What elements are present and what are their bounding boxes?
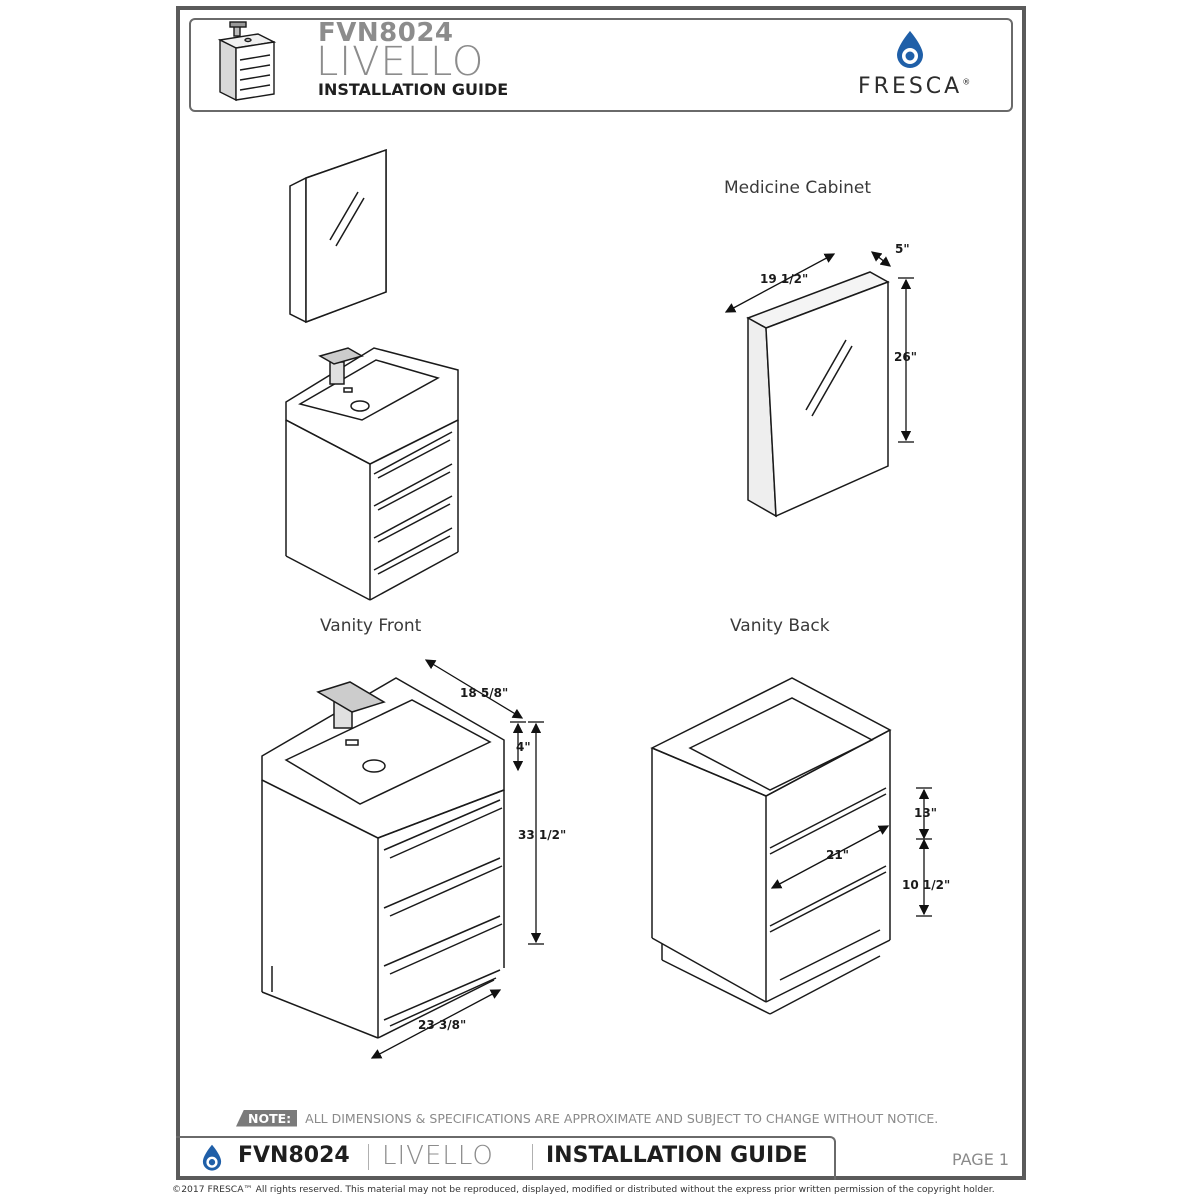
back-lower-height-dimension: 10 1/2" bbox=[902, 878, 951, 892]
fresca-drop-logo-icon bbox=[202, 1144, 222, 1171]
disclaimer-note: NOTE: ALL DIMENSIONS & SPECIFICATIONS AR… bbox=[236, 1108, 938, 1128]
footer-series-name: LIVELLO bbox=[382, 1141, 494, 1171]
cabinet-depth-dimension: 5" bbox=[895, 242, 910, 256]
vanity-thumbnail-icon bbox=[217, 21, 277, 102]
footer-model-number: FVN8024 bbox=[238, 1143, 350, 1168]
back-upper-height-dimension: 13" bbox=[914, 806, 937, 820]
header-box bbox=[189, 18, 1013, 112]
vanity-front-large-drawing bbox=[261, 677, 505, 1039]
cabinet-width-dimension: 19 1/2" bbox=[760, 272, 809, 286]
medicine-cabinet-drawing bbox=[746, 271, 890, 518]
back-opening-width-dimension: 21" bbox=[826, 848, 849, 862]
page-frame bbox=[176, 6, 1026, 1180]
vanity-back-label: Vanity Back bbox=[730, 616, 830, 636]
vanity-back-drawing bbox=[650, 677, 892, 1015]
header-model-number: FVN8024 bbox=[318, 18, 454, 48]
medicine-cabinet-dimension-lines bbox=[724, 251, 914, 443]
copyright-notice: ©2017 FRESCA™ All rights reserved. This … bbox=[172, 1184, 995, 1195]
medicine-cabinet-label: Medicine Cabinet bbox=[724, 178, 872, 198]
vanity-front-small-drawing bbox=[285, 347, 459, 601]
vanity-top-dimension: 4" bbox=[516, 740, 531, 754]
note-text: ALL DIMENSIONS & SPECIFICATIONS ARE APPR… bbox=[305, 1110, 939, 1126]
vanity-front-label: Vanity Front bbox=[320, 616, 422, 636]
fresca-drop-logo-icon bbox=[897, 31, 923, 68]
footer-divider bbox=[532, 1144, 533, 1170]
vanity-height-dimension: 33 1/2" bbox=[518, 828, 567, 842]
header-series-name: LIVELLO bbox=[316, 39, 485, 85]
note-tag: NOTE: bbox=[236, 1109, 298, 1127]
brand-name: FRESCA® bbox=[858, 74, 971, 99]
small-cabinet-drawing bbox=[289, 148, 387, 324]
footer-guide-title: INSTALLATION GUIDE bbox=[546, 1143, 808, 1168]
footer-divider bbox=[368, 1144, 369, 1170]
vanity-back-dimension-lines bbox=[770, 787, 932, 917]
vanity-front-dimension-lines bbox=[370, 659, 544, 1059]
vanity-width-dimension: 23 3/8" bbox=[418, 1018, 467, 1032]
cabinet-height-dimension: 26" bbox=[894, 350, 917, 364]
header-guide-title: INSTALLATION GUIDE bbox=[318, 80, 509, 99]
page-number: PAGE 1 bbox=[952, 1150, 1010, 1169]
footer-box bbox=[176, 1136, 836, 1180]
vanity-depth-dimension: 18 5/8" bbox=[460, 686, 509, 700]
